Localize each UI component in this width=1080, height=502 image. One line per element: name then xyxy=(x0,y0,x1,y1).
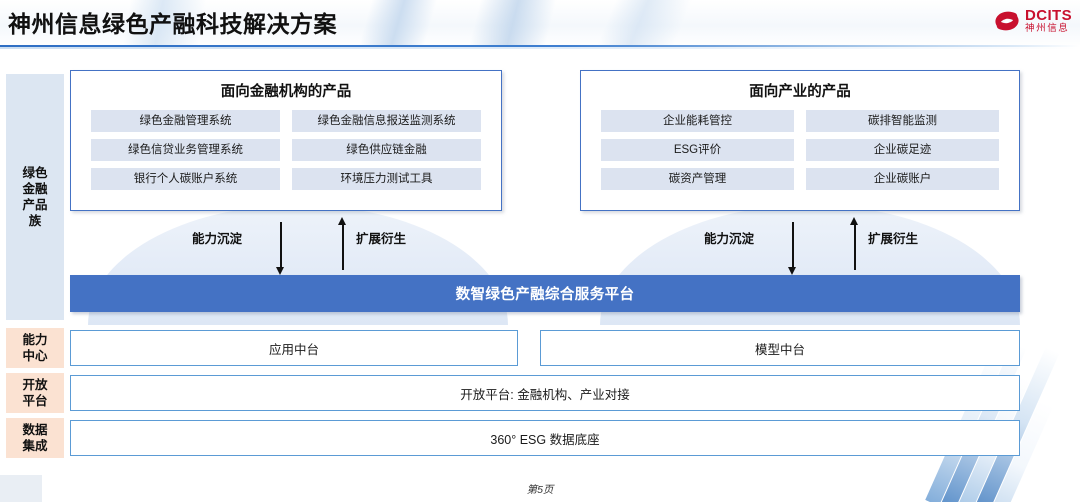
product-chip[interactable]: 绿色信贷业务管理系统 xyxy=(91,139,280,161)
row-data-foundation[interactable]: 360° ESG 数据底座 xyxy=(70,420,1020,456)
arrow-down-head-icon xyxy=(276,267,284,275)
product-chip[interactable]: 企业碳账户 xyxy=(806,168,999,190)
product-chip[interactable]: 碳资产管理 xyxy=(601,168,794,190)
row-label-data-foundation: 360° ESG 数据底座 xyxy=(490,432,600,447)
sidebar-item-capability-center[interactable]: 能力中心 xyxy=(6,328,64,368)
product-chip[interactable]: 环境压力测试工具 xyxy=(292,168,481,190)
panel-industry-products: 面向产业的产品 企业能耗管控 碳排智能监测 ESG评价 企业碳足迹 碳资产管理 … xyxy=(580,70,1020,211)
arrow-up-icon xyxy=(342,222,344,270)
header-divider xyxy=(0,45,1080,47)
arrow-down-icon xyxy=(792,222,794,270)
product-chip[interactable]: 银行个人碳账户系统 xyxy=(91,168,280,190)
logo-text-en: DCITS xyxy=(1025,7,1072,24)
header-divider-soft xyxy=(0,47,1080,49)
flow-label-capability-precipitation: 能力沉淀 xyxy=(704,232,755,246)
product-grid-financial-institution: 绿色金融管理系统 绿色金融信息报送监测系统 绿色信贷业务管理系统 绿色供应链金融… xyxy=(71,101,501,190)
arrow-up-icon xyxy=(854,222,856,270)
page-number-footer: 第5页 xyxy=(526,484,554,496)
platform-bar-label: 数智绿色产融综合服务平台 xyxy=(455,287,635,303)
flow-arrows-left: 能力沉淀 扩展衍生 xyxy=(180,217,440,275)
panel-title-financial-institution: 面向金融机构的产品 xyxy=(220,84,352,100)
product-grid-industry: 企业能耗管控 碳排智能监测 ESG评价 企业碳足迹 碳资产管理 企业碳账户 xyxy=(581,101,1019,190)
row-label-application-middle-platform: 应用中台 xyxy=(268,342,319,357)
arrow-down-icon xyxy=(280,222,282,270)
arrow-up-head-icon xyxy=(338,217,346,225)
product-chip[interactable]: 企业能耗管控 xyxy=(601,110,794,132)
panel-financial-institution-products: 面向金融机构的产品 绿色金融管理系统 绿色金融信息报送监测系统 绿色信贷业务管理… xyxy=(70,70,502,211)
slide-header: 神州信息绿色产融科技解决方案 DCITS 神州信息 xyxy=(0,0,1080,47)
arrow-up-head-icon xyxy=(850,217,858,225)
dcits-logo: DCITS 神州信息 xyxy=(994,8,1072,34)
platform-bar[interactable]: 数智绿色产融综合服务平台 xyxy=(70,275,1020,312)
sidebar-item-open-platform[interactable]: 开放平台 xyxy=(6,373,64,413)
product-chip[interactable]: 绿色金融信息报送监测系统 xyxy=(292,110,481,132)
arrow-down-head-icon xyxy=(788,267,796,275)
page-title: 神州信息绿色产融科技解决方案 xyxy=(8,11,337,37)
flow-label-expansion-derivation: 扩展衍生 xyxy=(356,232,407,246)
flow-label-capability-precipitation: 能力沉淀 xyxy=(192,232,243,246)
sidebar-label-capability-center: 能力中心 xyxy=(22,333,48,363)
logo-wordmark: DCITS 神州信息 xyxy=(1025,8,1072,34)
flow-arrows-right: 能力沉淀 扩展衍生 xyxy=(692,217,952,275)
row-open-platform[interactable]: 开放平台: 金融机构、产业对接 xyxy=(70,375,1020,411)
product-chip[interactable]: 碳排智能监测 xyxy=(806,110,999,132)
sidebar-item-data-integration[interactable]: 数据集成 xyxy=(6,418,64,458)
dcits-swirl-icon xyxy=(995,11,1019,31)
sidebar-item-green-finance-family[interactable]: 绿色金融产品族 xyxy=(6,74,64,320)
sidebar-label-data-integration: 数据集成 xyxy=(22,423,48,453)
panel-title-industry: 面向产业的产品 xyxy=(749,84,851,100)
sidebar-label-open-platform: 开放平台 xyxy=(22,378,48,408)
row-application-middle-platform[interactable]: 应用中台 xyxy=(70,330,518,366)
product-chip[interactable]: 绿色金融管理系统 xyxy=(91,110,280,132)
sidebar-label-green-finance-family: 绿色金融产品族 xyxy=(22,166,48,228)
row-label-open-platform: 开放平台: 金融机构、产业对接 xyxy=(460,387,630,402)
product-chip[interactable]: 绿色供应链金融 xyxy=(292,139,481,161)
decorative-corner-swatch xyxy=(0,475,42,502)
row-model-middle-platform[interactable]: 模型中台 xyxy=(540,330,1020,366)
logo-text-cn: 神州信息 xyxy=(1025,23,1070,34)
product-chip[interactable]: 企业碳足迹 xyxy=(806,139,999,161)
product-chip[interactable]: ESG评价 xyxy=(601,139,794,161)
row-label-model-middle-platform: 模型中台 xyxy=(754,342,805,357)
flow-label-expansion-derivation: 扩展衍生 xyxy=(868,232,919,246)
